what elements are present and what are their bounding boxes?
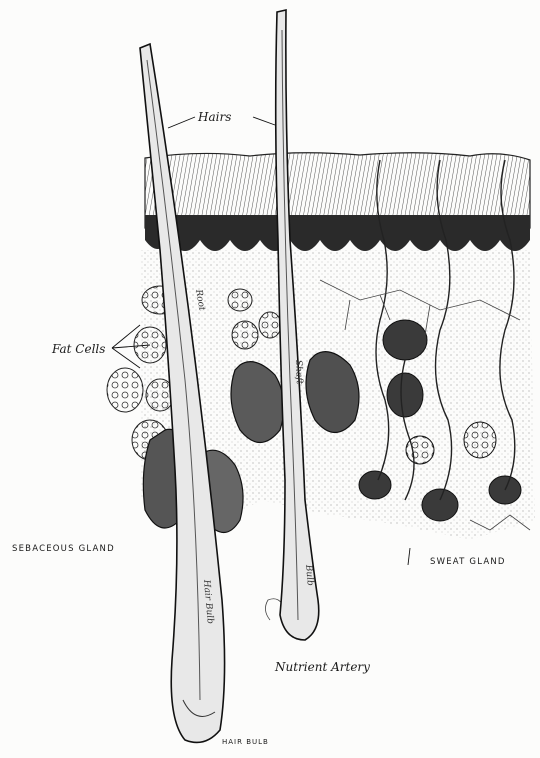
label-nutrient-artery: Nutrient Artery	[274, 660, 370, 674]
label-sebaceous-gland: SEBACEOUS GLAND	[12, 544, 115, 554]
label-hair-bulb: HAIR BULB	[222, 738, 269, 746]
label-fat-cells: Fat Cells	[51, 342, 105, 356]
papillary-layer	[145, 215, 530, 251]
label-hairs: Hairs	[197, 110, 231, 124]
label-sweat-gland: SWEAT GLAND	[430, 557, 506, 567]
right-shaft-lower-text: Bulb	[303, 563, 315, 586]
right-shaft-upper-text: Shaft	[293, 360, 304, 385]
